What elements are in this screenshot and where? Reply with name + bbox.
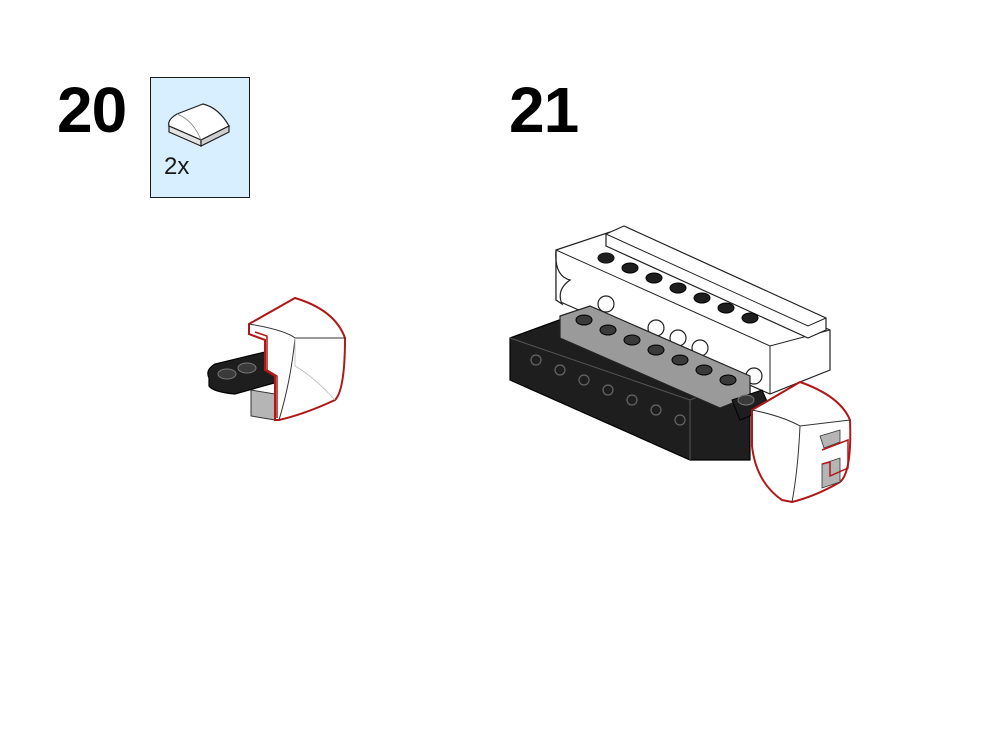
assembly-illustration-step-21 xyxy=(509,225,852,504)
step-number-20: 20 xyxy=(57,74,127,146)
step-number-21: 21 xyxy=(509,74,579,146)
curved-slope-tile-icon xyxy=(167,103,231,147)
assembly-illustration-step-20 xyxy=(207,296,347,421)
parts-list-step-20: 2x xyxy=(150,77,250,198)
part-quantity: 2x xyxy=(164,153,190,180)
